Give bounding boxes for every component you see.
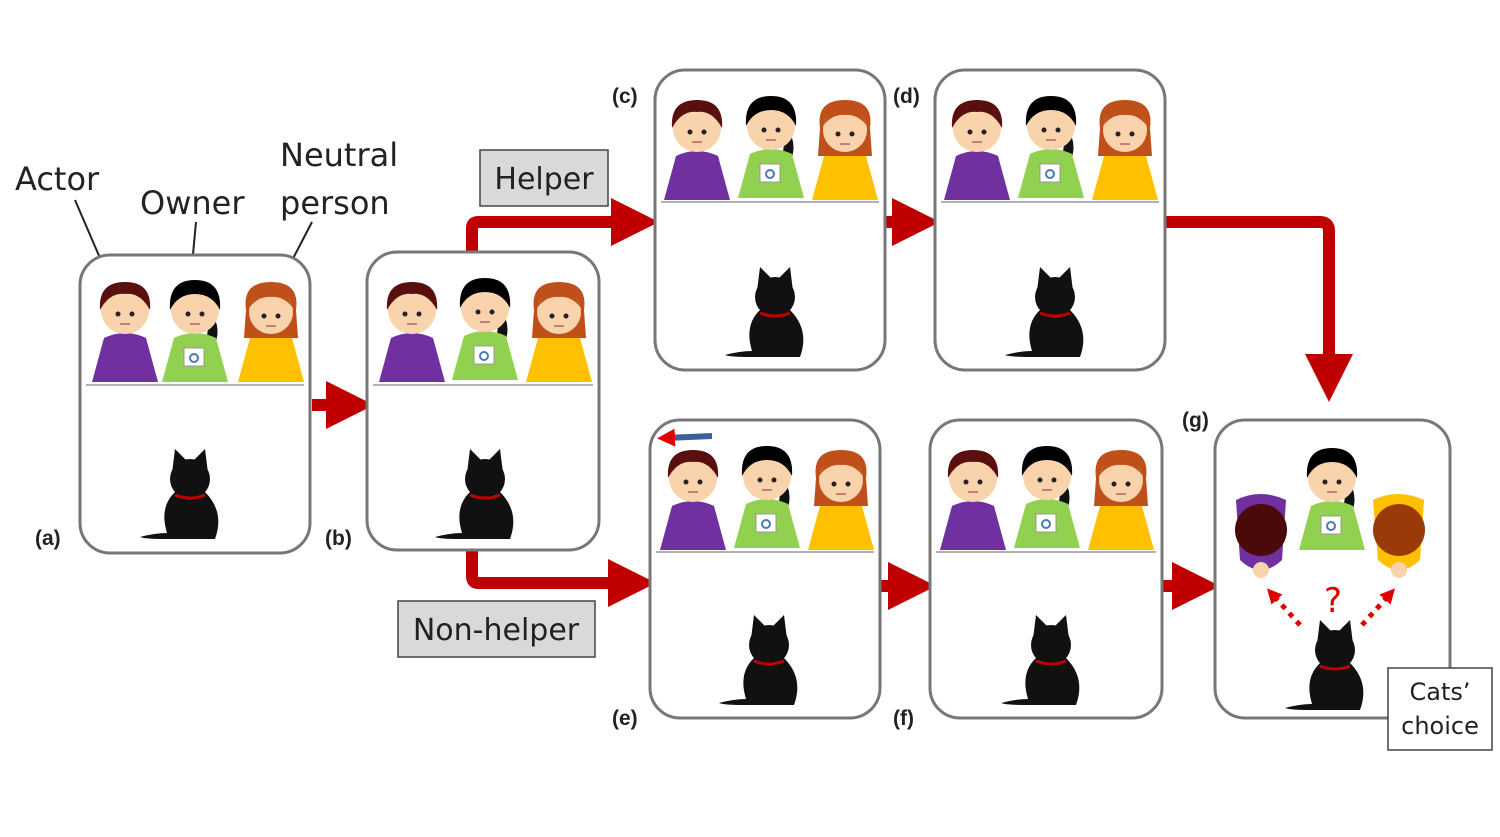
question-mark: ? (1324, 581, 1342, 621)
panel-a (78, 253, 312, 555)
helper-label: Helper (494, 162, 594, 197)
neutral-figure (807, 449, 875, 551)
turn-away-arrow-icon (657, 428, 713, 447)
neutral-figure (1087, 449, 1155, 551)
panel-e (648, 418, 882, 720)
helper-box (479, 149, 609, 207)
choice-arrow-right (1360, 588, 1396, 627)
neutral-figure (811, 99, 879, 201)
panel-d (933, 68, 1167, 372)
arrow-d-g (1165, 216, 1353, 402)
cats-choice-line1: Cats’ (1409, 678, 1470, 706)
neutral-figure (237, 281, 305, 383)
neutral-label-line2: person (280, 184, 390, 222)
cats-choice-line2: choice (1401, 712, 1479, 740)
panel-c (653, 68, 887, 372)
panel-label-d: (d) (893, 85, 920, 108)
arrow-b-c (466, 198, 659, 252)
panel-b (365, 250, 601, 552)
panel-label-g: (g) (1182, 409, 1209, 432)
non-helper-label: Non-helper (413, 613, 580, 648)
panel-g: ? (1213, 418, 1452, 720)
neutral-label-line1: Neutral (280, 136, 398, 174)
actor-label: Actor (15, 160, 100, 198)
neutral-figure (1091, 99, 1159, 201)
cats-choice-box (1387, 667, 1493, 751)
panel-label-c: (c) (612, 85, 638, 108)
actor-figure-back (1235, 494, 1287, 578)
owner-label: Owner (140, 184, 245, 222)
neutral-figure-back (1373, 494, 1425, 578)
arrow-b-e (466, 550, 656, 607)
flow-arrows (312, 198, 1353, 610)
non-helper-box (397, 600, 596, 658)
choice-arrow-left (1266, 588, 1302, 627)
panel-f (928, 418, 1164, 720)
panel-label-f: (f) (893, 707, 914, 730)
panel-label-b: (b) (325, 527, 352, 550)
neutral-figure (525, 281, 593, 383)
panel-label-a: (a) (35, 527, 61, 550)
panel-label-e: (e) (612, 707, 638, 730)
